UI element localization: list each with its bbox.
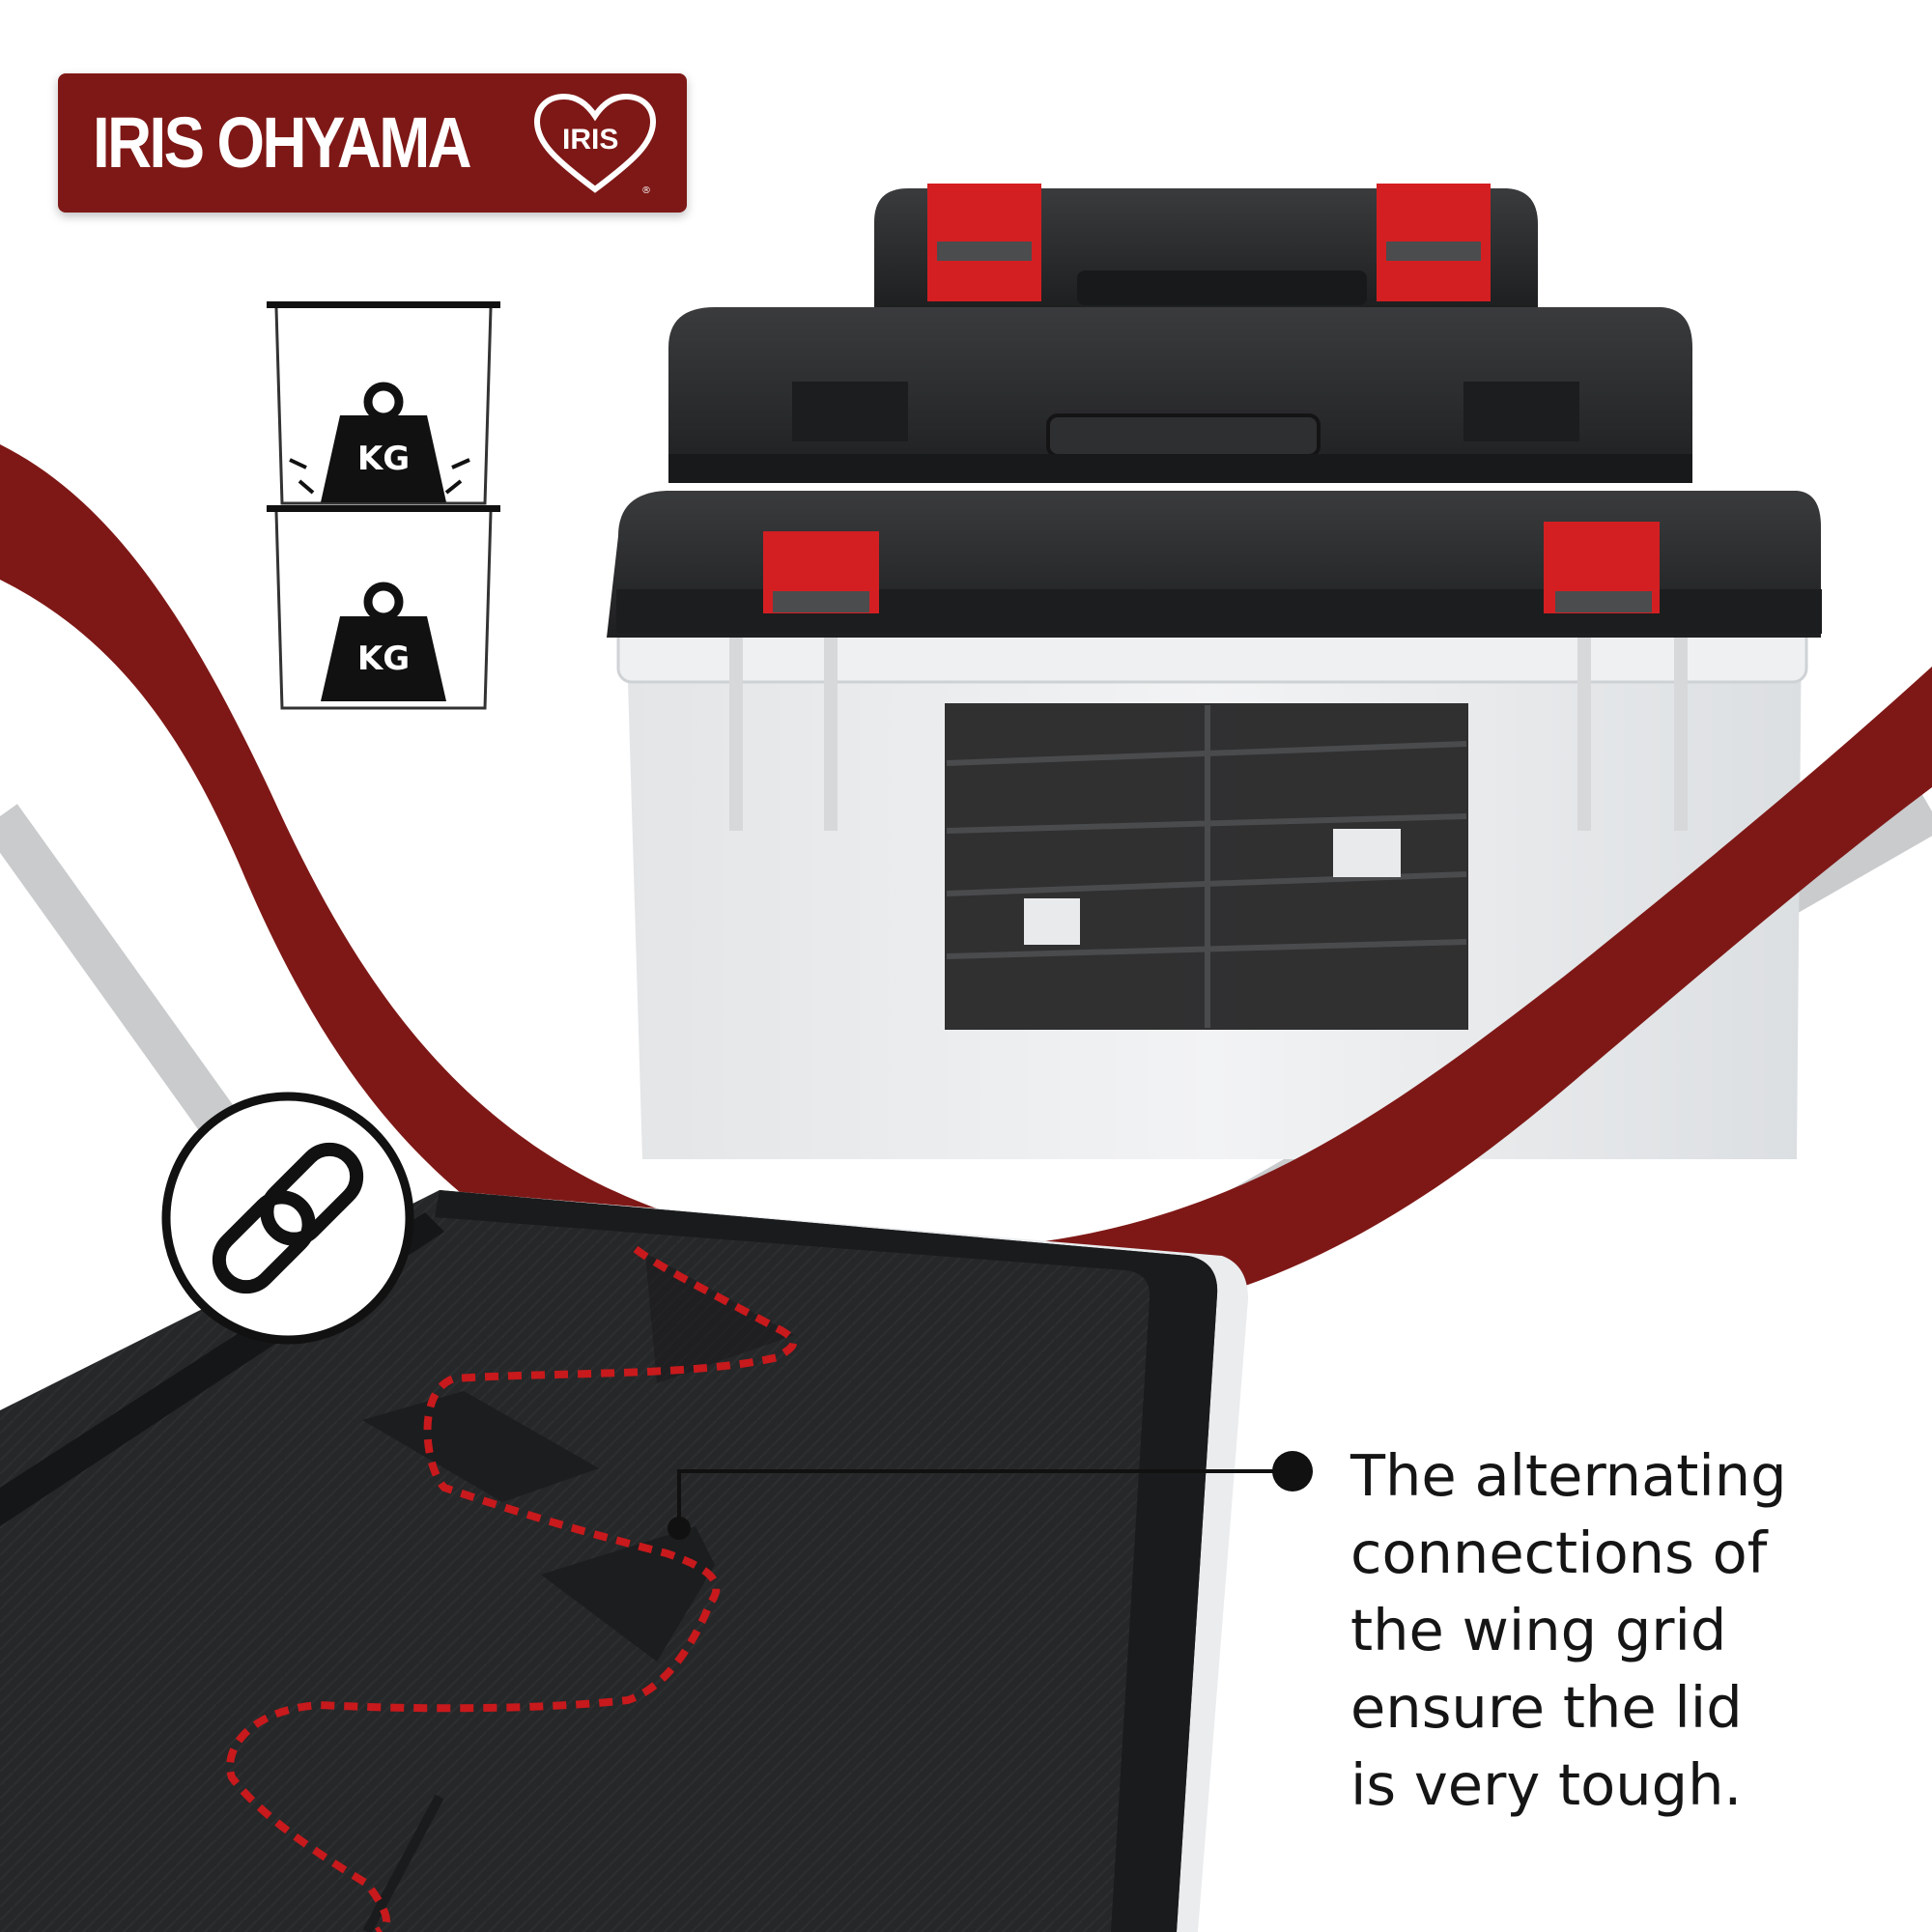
callout-text: The alternating connections of the wing … xyxy=(1350,1437,1891,1824)
grey-band-left xyxy=(0,804,273,1186)
callout-line-2: connections of xyxy=(1350,1520,1768,1586)
brand-name: IRIS OHYAMA xyxy=(93,102,472,183)
tool-case-middle xyxy=(668,307,1692,483)
callout-anchor xyxy=(668,1517,691,1540)
tool-case-bottom xyxy=(607,491,1822,638)
callout-line-3: the wing grid xyxy=(1350,1597,1727,1663)
clear-storage-box xyxy=(616,616,1808,1159)
tool-case-top xyxy=(874,184,1538,307)
svg-text:KG: KG xyxy=(357,639,410,678)
iris-heart-logo-icon: IRIS ® xyxy=(533,93,657,196)
wing-grid-dashed-path xyxy=(226,1245,798,1932)
stacked-boxes-weight-icon: KG KG xyxy=(267,301,500,710)
callout-dot xyxy=(1272,1451,1313,1492)
brand-badge: IRIS OHYAMA IRIS ® xyxy=(58,73,687,213)
callout-line-4: ensure the lid xyxy=(1350,1674,1743,1741)
maroon-swoosh xyxy=(0,444,1932,1336)
weight-lower: KG xyxy=(321,582,446,701)
callout-line-1: The alternating xyxy=(1350,1442,1787,1509)
callout-line-5: is very tough. xyxy=(1350,1751,1743,1818)
svg-text:IRIS: IRIS xyxy=(562,124,618,156)
svg-text:®: ® xyxy=(641,185,651,196)
svg-text:KG: KG xyxy=(357,440,410,478)
chain-link-icon xyxy=(161,1092,414,1345)
weight-upper: KG xyxy=(321,382,446,502)
callout-line xyxy=(677,1469,1293,1528)
